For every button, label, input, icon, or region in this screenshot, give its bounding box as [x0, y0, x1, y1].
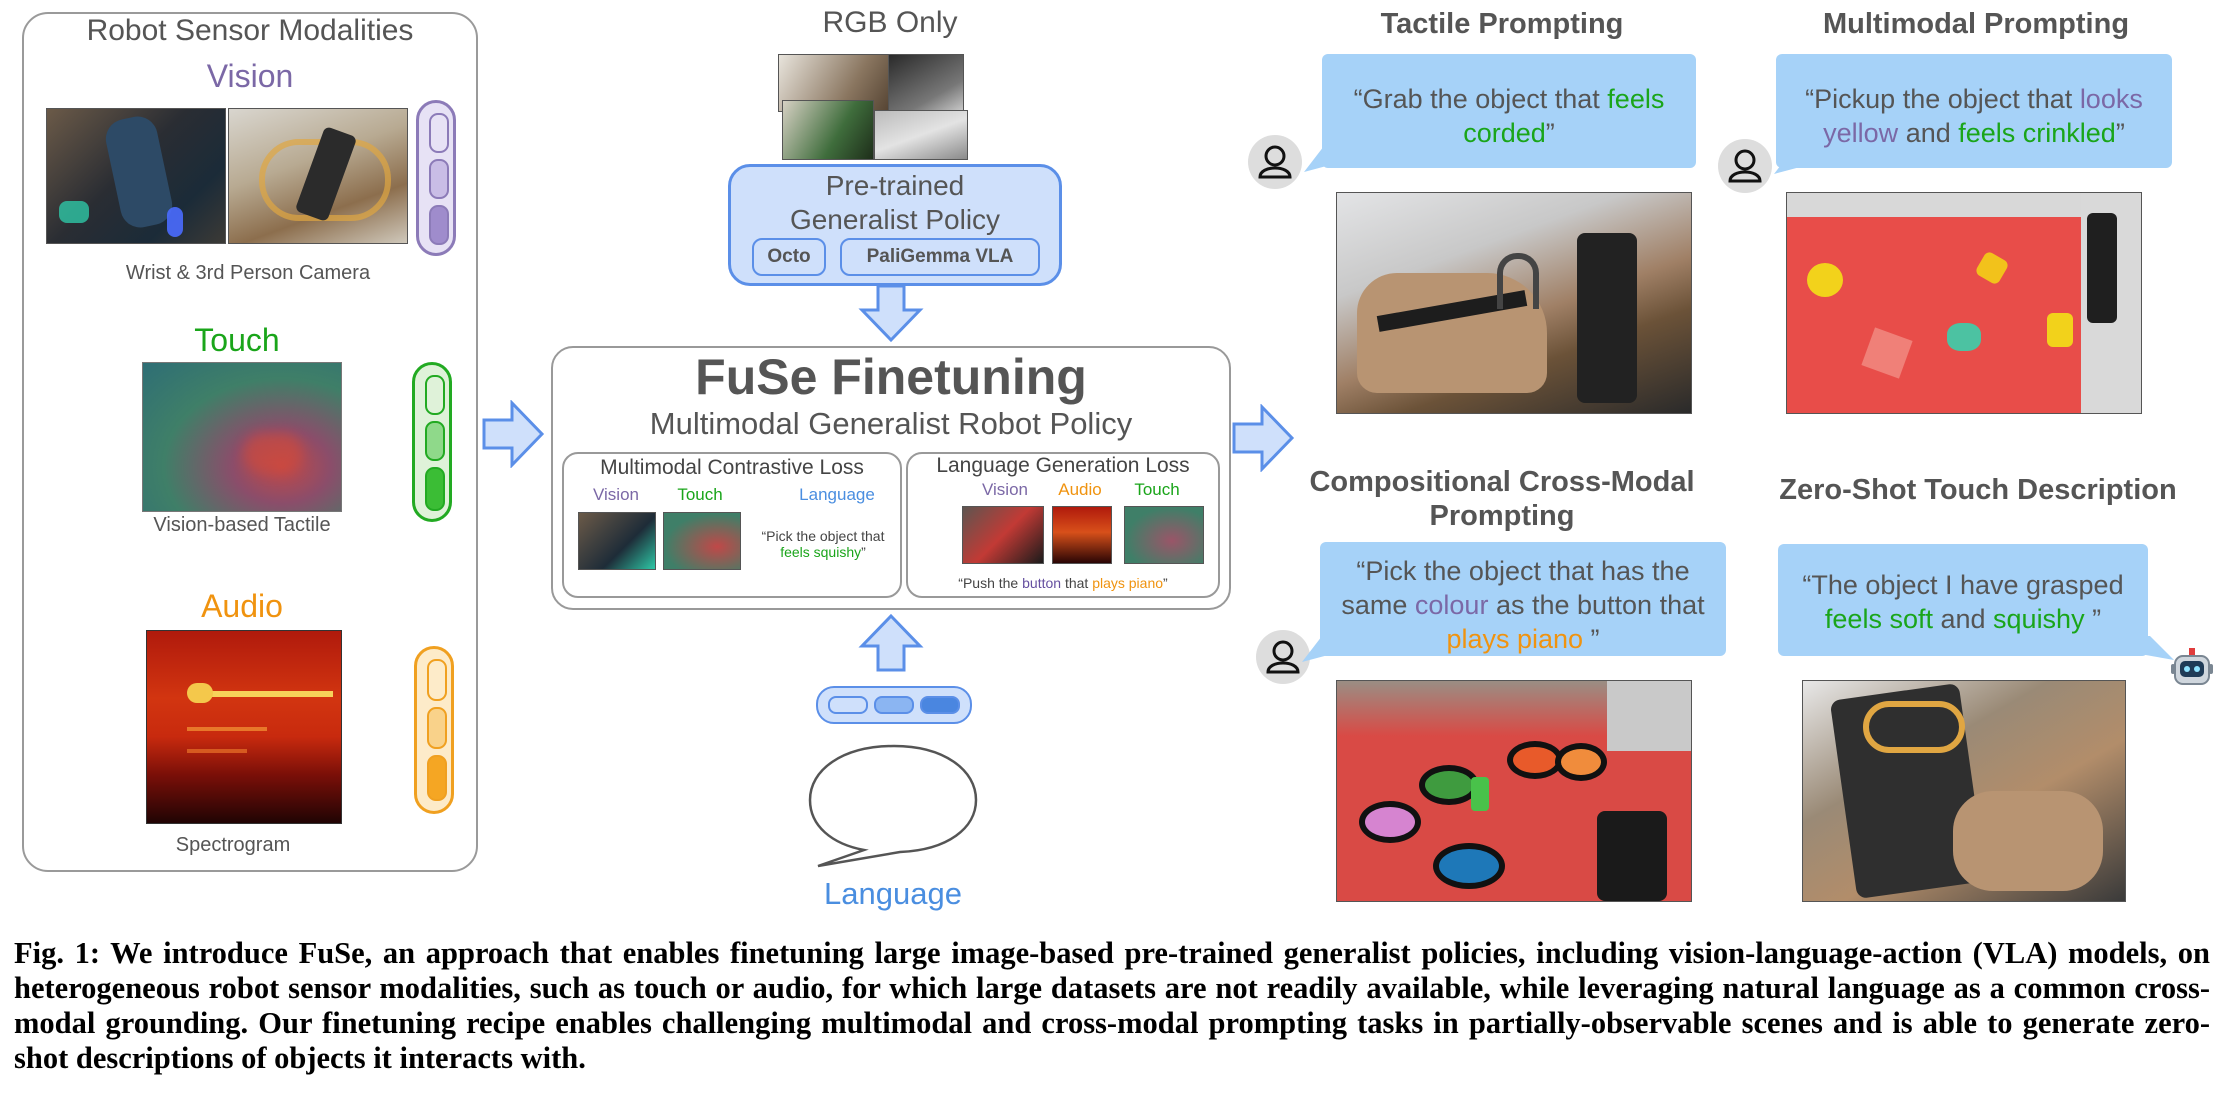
bubble-tail	[1774, 148, 1804, 174]
tactile-scene-image	[1336, 192, 1692, 414]
tactile-prompting-title: Tactile Prompting	[1380, 8, 1624, 40]
zeroshot-scene-image	[1802, 680, 2126, 902]
down-arrow-icon	[858, 284, 924, 343]
contrastive-vision-label: Vision	[593, 485, 639, 504]
compositional-prompt-bubble: “Pick the object that has the same colou…	[1320, 542, 1726, 656]
user-icon	[1258, 145, 1292, 179]
tactile-prompt-bubble: “Grab the object that feels corded”	[1322, 54, 1696, 168]
generation-audio-label: Audio	[1058, 480, 1102, 499]
generation-quote: “Push the button that plays piano”	[958, 575, 1168, 591]
language-label: Language	[824, 876, 962, 911]
language-token-pill	[816, 686, 972, 724]
fuse-subtitle: Multimodal Generalist Robot Policy	[649, 406, 1133, 441]
up-arrow-icon	[858, 613, 924, 672]
multimodal-prompt-bubble: “Pickup the object that looks yellow and…	[1776, 54, 2172, 168]
bubble-tail	[1304, 146, 1334, 172]
contrastive-loss-title: Multimodal Contrastive Loss	[600, 456, 864, 479]
sensor-modalities-title: Robot Sensor Modalities	[86, 14, 414, 47]
compositional-title-line2: Prompting	[1429, 500, 1575, 532]
contrastive-touch-image	[663, 512, 741, 570]
vision-caption: Wrist & 3rd Person Camera	[125, 262, 371, 284]
touch-caption: Vision-based Tactile	[153, 514, 331, 536]
compositional-scene-image	[1336, 680, 1692, 902]
generation-audio-image	[1052, 506, 1112, 564]
zeroshot-title: Zero-Shot Touch Description	[1779, 474, 2177, 506]
robot-icon	[2171, 648, 2213, 685]
generation-touch-image	[1124, 506, 1204, 564]
generation-loss-title: Language Generation Loss	[936, 454, 1190, 477]
vision-label: Vision	[206, 58, 294, 94]
vision-token-pill	[416, 100, 456, 256]
contrastive-loss-box	[562, 452, 902, 598]
contrastive-quote: “Pick the object that feels squishy”	[761, 528, 885, 560]
octo-chip: Octo	[752, 238, 826, 276]
speech-bubble-icon	[808, 744, 978, 868]
sensor-modalities-panel	[22, 12, 478, 872]
third-person-camera-image	[228, 108, 408, 244]
contrastive-vision-image	[578, 512, 656, 570]
generation-touch-label: Touch	[1134, 480, 1180, 499]
audio-caption: Spectrogram	[175, 834, 291, 856]
user-avatar	[1248, 135, 1302, 189]
fuse-title: FuSe Finetuning	[695, 349, 1087, 405]
generation-vision-image	[962, 506, 1044, 564]
tactile-sensor-image	[142, 362, 342, 512]
user-icon	[1266, 640, 1300, 674]
touch-label: Touch	[194, 322, 280, 358]
spectrogram-image	[146, 630, 342, 824]
right-arrow-icon	[1232, 404, 1295, 472]
multimodal-prompting-title: Multimodal Prompting	[1822, 8, 2130, 40]
zeroshot-description-bubble: “The object I have grasped feels soft an…	[1778, 544, 2148, 656]
compositional-title-line1: Compositional Cross-Modal	[1309, 466, 1695, 498]
audio-token-pill	[414, 646, 454, 814]
touch-token-pill	[412, 362, 452, 522]
audio-label: Audio	[201, 588, 283, 624]
multimodal-scene-image	[1786, 192, 2142, 414]
right-arrow-icon	[482, 400, 545, 468]
pretrained-title-line2: Generalist Policy	[789, 204, 1001, 235]
generation-loss-box	[906, 452, 1220, 598]
bubble-tail	[2140, 636, 2174, 660]
pretrained-title-line1: Pre-trained	[825, 170, 965, 201]
user-avatar	[1256, 630, 1310, 684]
contrastive-language-label: Language	[799, 485, 875, 504]
wrist-camera-image	[46, 108, 226, 244]
rgb-only-label: RGB Only	[822, 6, 958, 39]
bubble-tail	[1302, 636, 1332, 662]
user-icon	[1728, 149, 1762, 183]
rgb-image-stack	[778, 54, 968, 160]
generation-vision-label: Vision	[982, 480, 1028, 499]
paligemma-chip: PaliGemma VLA	[840, 238, 1040, 276]
contrastive-touch-label: Touch	[677, 485, 723, 504]
user-avatar	[1718, 139, 1772, 193]
fuse-finetuning-box	[551, 346, 1231, 610]
figure-caption: Fig. 1: We introduce FuSe, an approach t…	[14, 936, 2210, 1075]
